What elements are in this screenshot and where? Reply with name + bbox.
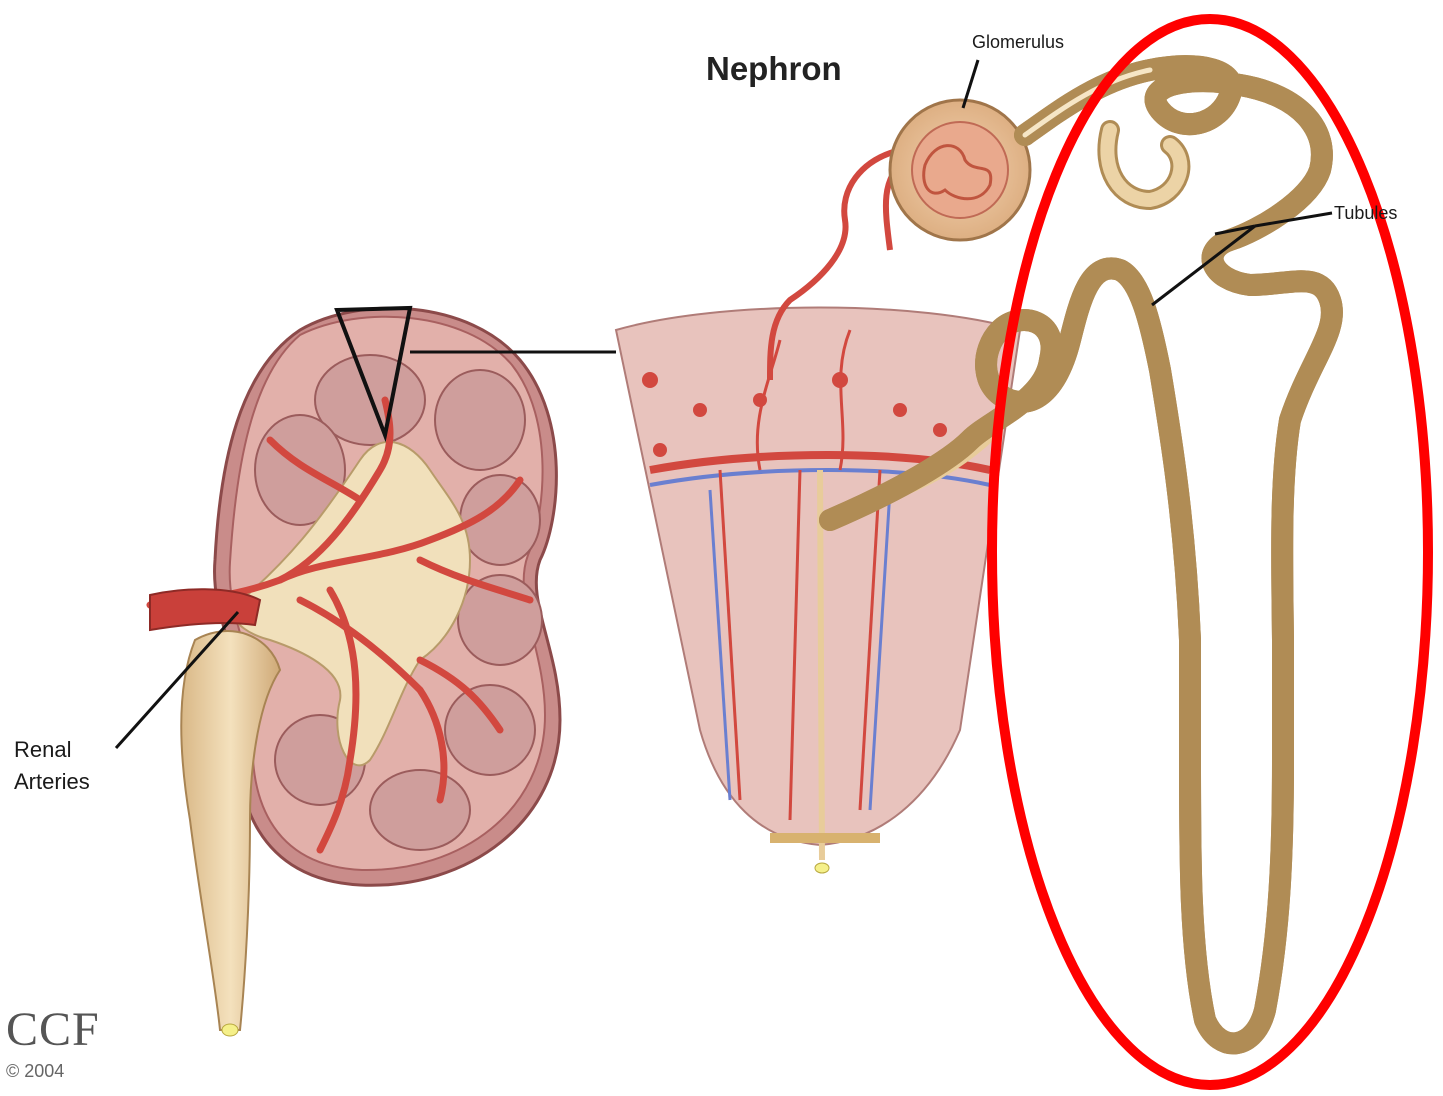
tubules-highlight-ellipse [992,19,1428,1085]
tissue-wedge [616,308,1020,874]
renal-arteries-label-line2: Arteries [14,766,90,798]
glomerulus [890,100,1030,240]
glomerulus-label: Glomerulus [972,32,1064,53]
tubules-label: Tubules [1334,203,1397,224]
renal-arteries-label-line1: Renal [14,734,90,766]
diagram-title: Nephron [706,50,842,88]
renal-arteries-label: Renal Arteries [14,734,90,798]
copyright-text: © 2004 [6,1061,64,1082]
ccf-logo: CCF [6,1002,100,1057]
kidney-cross-section [150,308,616,1036]
